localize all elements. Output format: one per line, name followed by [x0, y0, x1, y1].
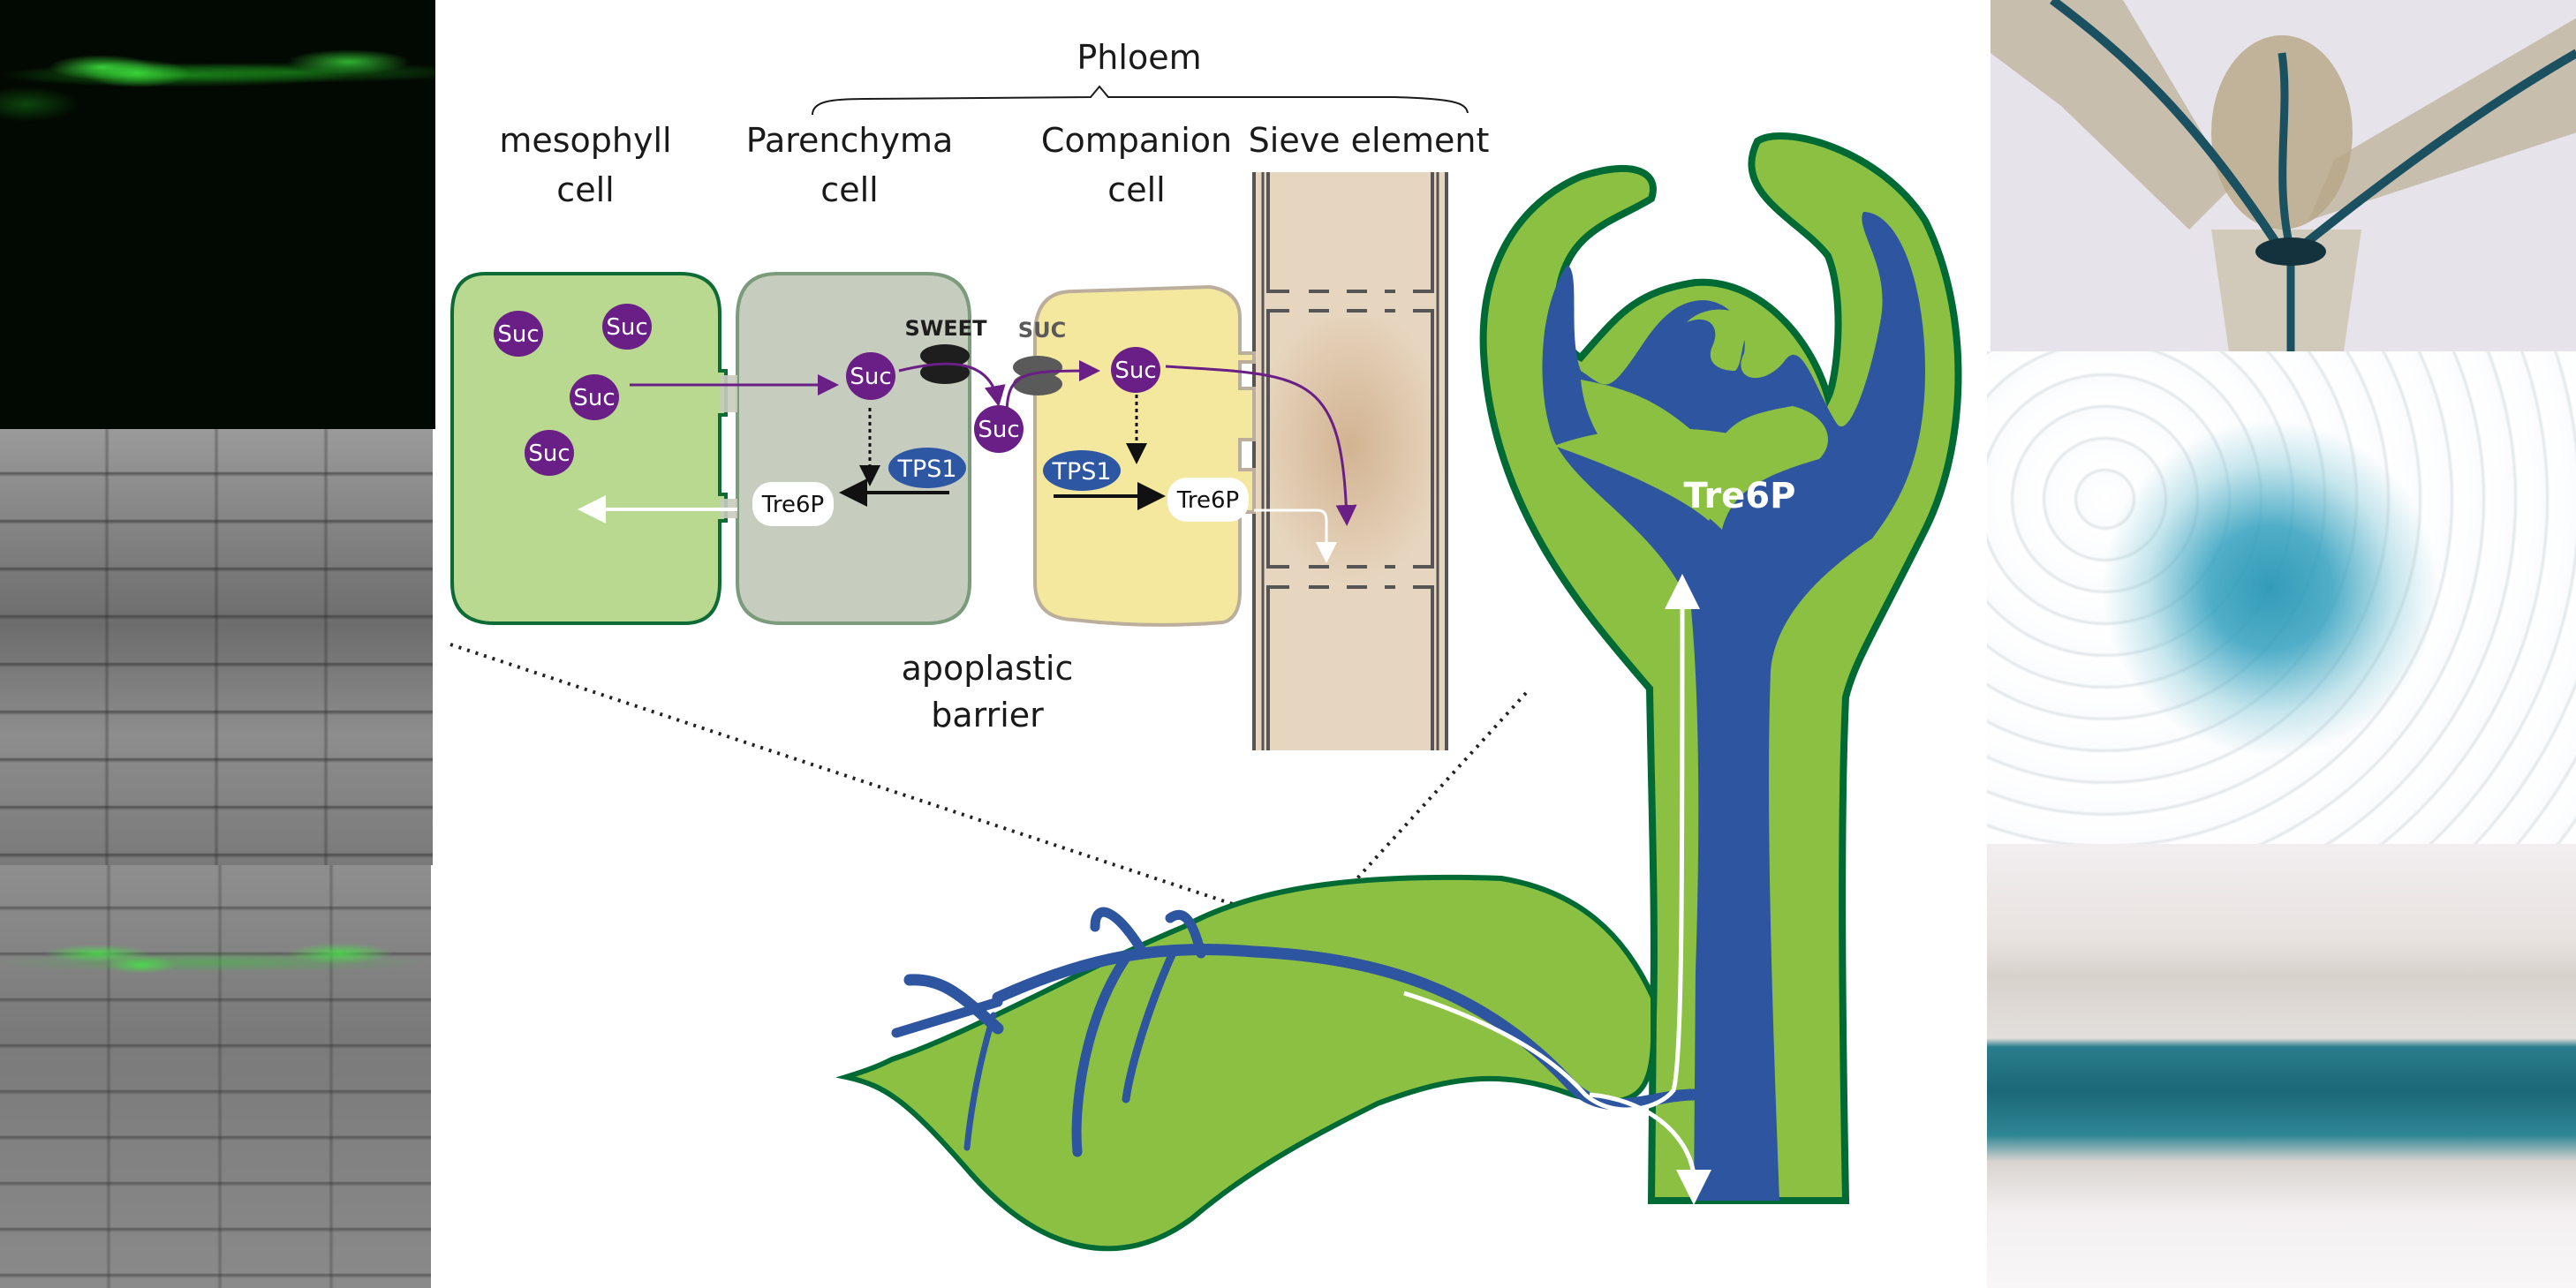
suc-transporter-icon	[1013, 356, 1062, 395]
svg-text:TPS1: TPS1	[1051, 458, 1111, 486]
svg-text:Suc: Suc	[606, 314, 647, 341]
leaf	[835, 874, 1656, 1252]
suc-molecule: Suc	[846, 352, 895, 400]
plant-illustration: Tre6P	[835, 132, 1962, 1252]
apoplastic-barrier-label-2: barrier	[931, 696, 1044, 734]
micrograph-root	[1987, 844, 2576, 1288]
suc-molecule: Suc	[974, 405, 1024, 453]
parenchyma-label-1: Parenchyma	[746, 121, 954, 160]
phloem-loading-diagram: Phloem mesophyll cell Parenchyma cell Co…	[449, 38, 1962, 1252]
suc-molecule: Suc	[570, 374, 619, 420]
sweet-label: SWEET	[905, 316, 988, 341]
parenchyma-cell	[736, 272, 971, 625]
svg-text:TPS1: TPS1	[896, 456, 956, 483]
tre6p-sieve-arrow	[1254, 508, 1337, 563]
micrograph-merged	[0, 865, 431, 1288]
mesophyll-label-2: cell	[556, 170, 614, 209]
tre6p-molecule: Tre6P	[1167, 478, 1249, 522]
tps1-enzyme: TPS1	[888, 448, 966, 488]
micrograph-seedling	[1991, 0, 2576, 351]
plant-tre6p-label: Tre6P	[1684, 476, 1796, 516]
zoom-line-left	[449, 643, 1308, 930]
phloem-label: Phloem	[1076, 38, 1201, 77]
micrograph-brightfield	[0, 429, 433, 865]
apoplastic-barrier-label-1: apoplastic	[902, 649, 1074, 688]
suc-molecule: Suc	[602, 304, 652, 350]
svg-text:Suc: Suc	[497, 321, 539, 348]
phloem-bracket	[812, 85, 1469, 116]
svg-text:Tre6P: Tre6P	[1176, 487, 1239, 514]
seedling-drawing	[1991, 0, 2576, 351]
svg-text:Suc: Suc	[528, 441, 570, 467]
tre6p-flow-up-arrow	[1403, 574, 1700, 1112]
mesophyll-cell	[450, 272, 728, 625]
sieve-element	[1252, 172, 1448, 750]
suc-sieve-arrow	[1165, 365, 1357, 526]
svg-text:Tre6P: Tre6P	[761, 492, 824, 518]
tps1-enzyme: TPS1	[1043, 450, 1121, 491]
suc-transporter-label: SUC	[1018, 318, 1066, 343]
companion-label-1: Companion	[1041, 121, 1232, 160]
parenchyma-label-2: cell	[820, 170, 878, 209]
micrograph-gfp	[0, 0, 435, 429]
mesophyll-label-1: mesophyll	[499, 121, 671, 160]
suc-uptake-arrow	[1005, 360, 1100, 416]
tre6p-flow-down-arrow	[1589, 1092, 1711, 1205]
svg-text:Suc: Suc	[1114, 358, 1156, 384]
svg-text:Suc: Suc	[978, 417, 1019, 443]
sieve-element-label: Sieve element	[1249, 121, 1490, 160]
suc-molecule: Suc	[1111, 347, 1160, 393]
suc-molecule: Suc	[494, 311, 543, 357]
sweet-transporter-icon	[920, 344, 970, 384]
tre6p-molecule: Tre6P	[752, 482, 834, 526]
sweet-efflux-arrow	[898, 362, 1006, 407]
companion-label-2: cell	[1107, 170, 1165, 209]
suc-molecule: Suc	[525, 430, 574, 476]
svg-text:Suc: Suc	[850, 364, 891, 390]
svg-text:Suc: Suc	[573, 385, 615, 411]
micrograph-cross-section	[1987, 351, 2576, 844]
